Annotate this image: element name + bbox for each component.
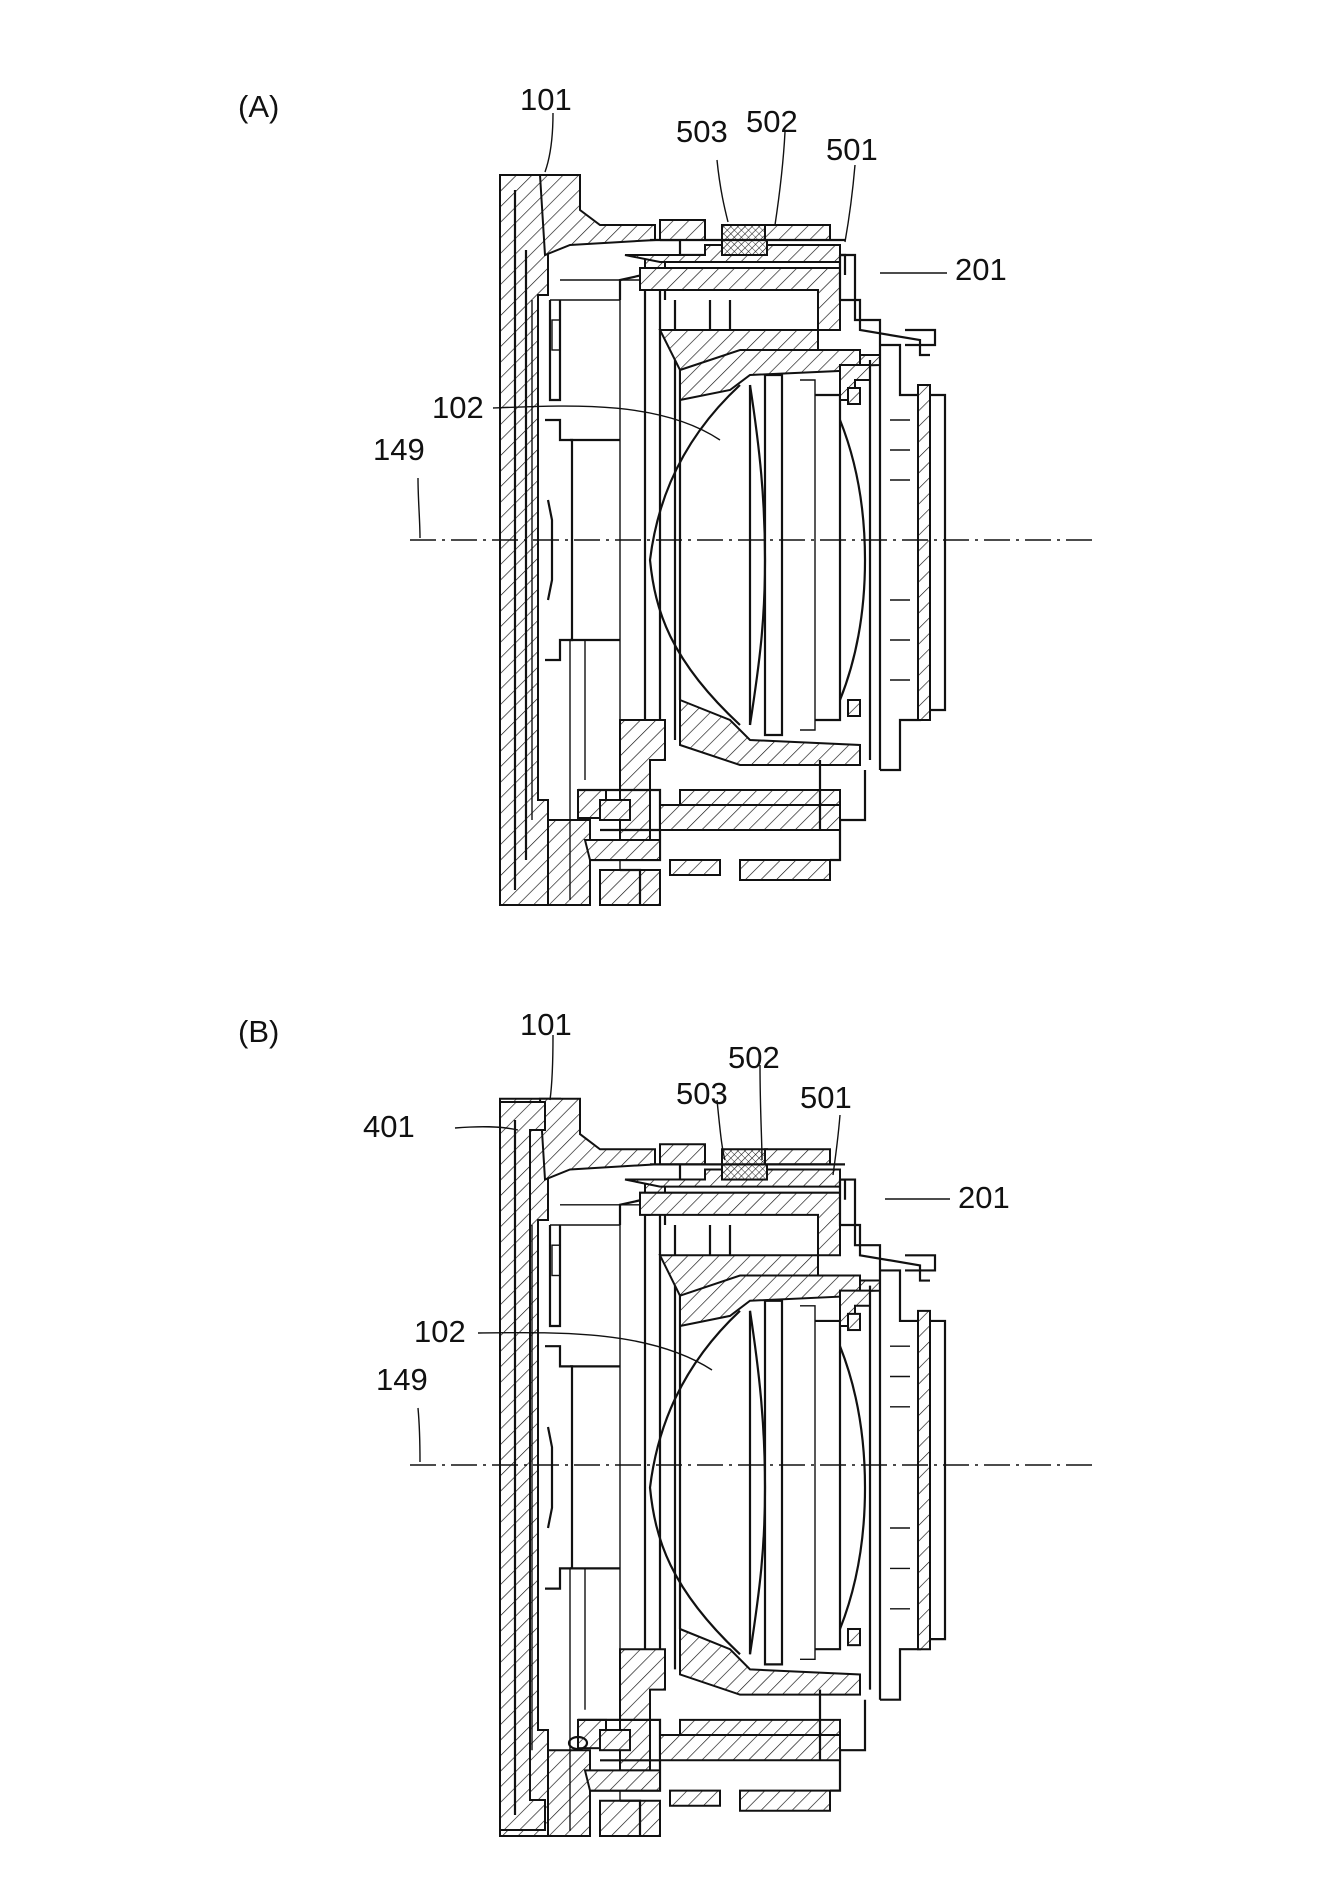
ref-201-a: 201 [955,252,1007,287]
ref-503-a: 503 [676,114,728,149]
ref-149-b: 149 [376,1362,428,1397]
ref-149-a: 149 [373,432,425,467]
ref-101-a: 101 [520,82,572,117]
panel-a: (A) 101 503 502 501 201 102 149 [238,82,1095,907]
panel-label-b: (B) [238,1014,279,1049]
ref-503-b: 503 [676,1076,728,1111]
ref-501-b: 501 [800,1080,852,1115]
ref-201-b: 201 [958,1180,1010,1215]
ref-102-b: 102 [414,1314,466,1349]
ref-502-b: 502 [728,1040,780,1075]
ref-401-b: 401 [363,1109,415,1144]
panel-b: (B) 101 502 503 501 201 401 102 149 [238,1007,1095,1838]
ref-501-a: 501 [826,132,878,167]
ref-101-b: 101 [520,1007,572,1042]
panel-label-a: (A) [238,89,279,124]
ref-502-a: 502 [746,104,798,139]
ref-102-a: 102 [432,390,484,425]
adapter-401 [499,1101,546,1831]
